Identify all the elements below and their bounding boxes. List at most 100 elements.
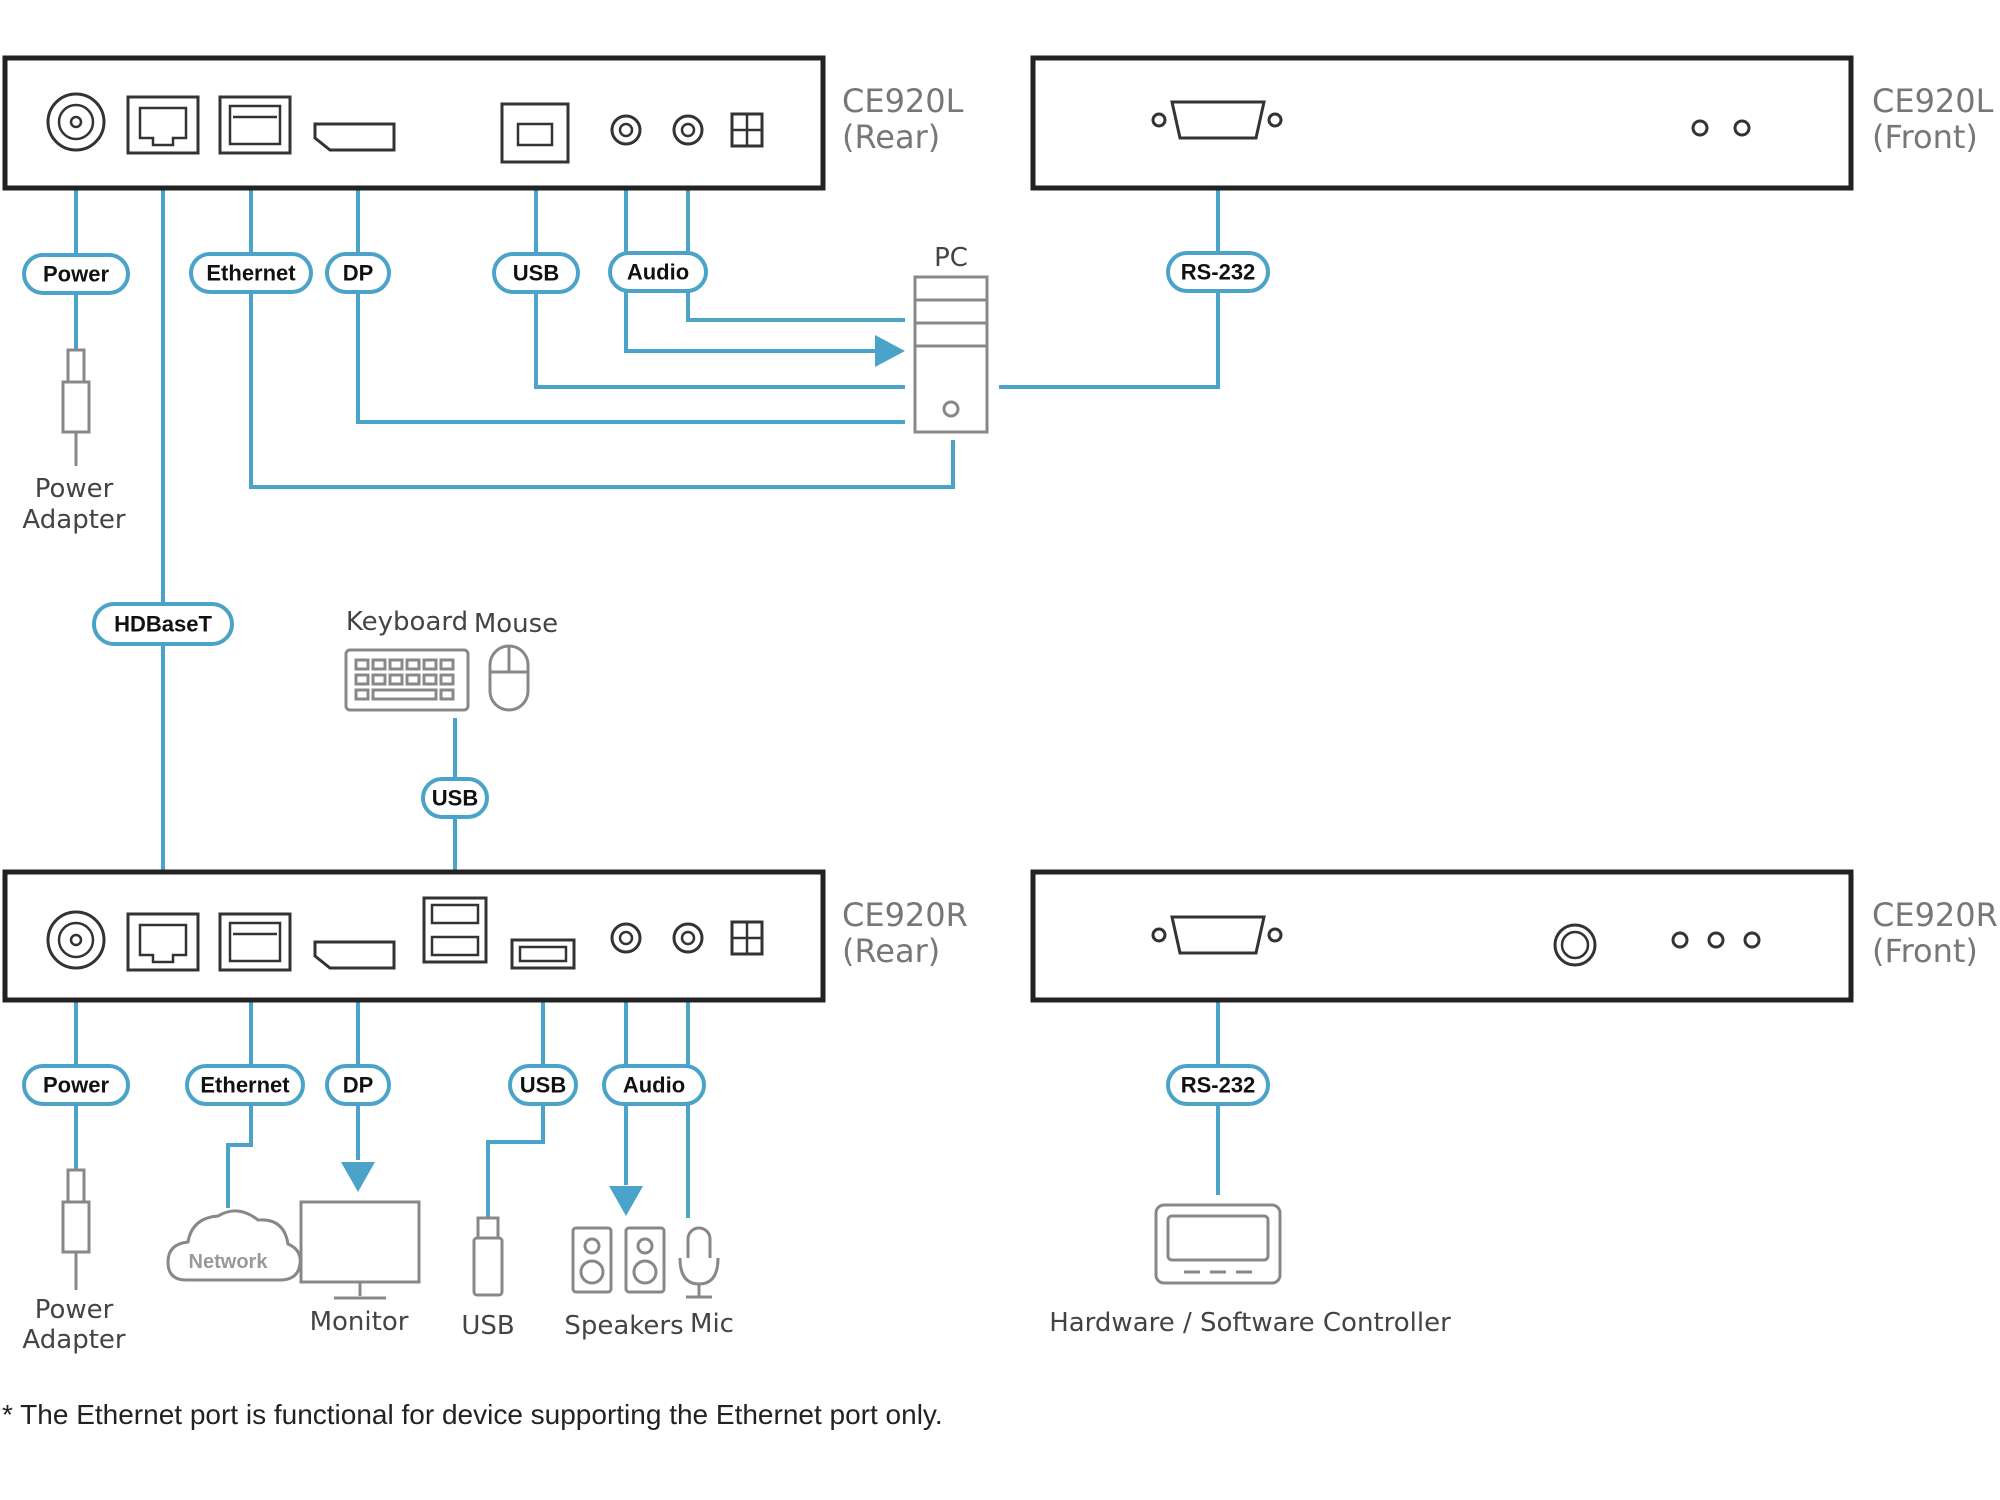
indicator-led-icon: [1743, 931, 1761, 949]
label-audio-local: Audio: [608, 251, 708, 293]
button-icon: [1553, 923, 1597, 967]
usb-b-port-icon: [500, 102, 570, 164]
label-rs232-remote: RS-232: [1166, 1064, 1270, 1106]
audio-in-jack-icon: [672, 922, 704, 954]
svg-text:Audio: Audio: [627, 260, 689, 285]
device-ce920r-front: CE920R (Front): [1030, 869, 1998, 1003]
rs232-port-icon: [1151, 915, 1283, 955]
usb-device-label: USB: [461, 1311, 514, 1341]
label-ethernet-remote: Ethernet: [185, 1064, 305, 1106]
indicator-led-icon: [1691, 119, 1709, 137]
svg-text:USB: USB: [520, 1073, 566, 1098]
label-dp-local: DP: [325, 252, 391, 294]
svg-text:DP: DP: [343, 1073, 374, 1098]
audio-out-jack-icon: [610, 114, 642, 146]
controller-tablet-icon: [1154, 1203, 1282, 1285]
power-adapter-label-line1: Power: [35, 474, 114, 504]
device-name-ce920r-rear: CE920R: [842, 896, 968, 934]
svg-text:Power: Power: [43, 1073, 109, 1098]
device-side-ce920l-rear: (Rear): [842, 118, 940, 156]
power-adapter-label-line2: Adapter: [22, 505, 125, 535]
power-adapter-icon: [61, 348, 91, 466]
power-adapter-label-line2: Adapter: [22, 1325, 125, 1355]
svg-text:Audio: Audio: [623, 1073, 685, 1098]
device-ce920r-rear: CE920R (Rear): [2, 869, 968, 1003]
label-usb-remote: USB: [508, 1064, 578, 1106]
label-power-remote: Power: [22, 1064, 130, 1106]
svg-text:Ethernet: Ethernet: [206, 261, 296, 286]
usb-device-icon: [472, 1216, 504, 1297]
audio-in-jack-icon: [672, 114, 704, 146]
usb-a-stack-port-icon: [422, 896, 488, 964]
network-label: Network: [189, 1251, 269, 1273]
monitor-label: Monitor: [310, 1307, 409, 1337]
device-name-ce920l-rear: CE920L: [842, 82, 964, 120]
arrow-audio-to-pc: [875, 335, 905, 367]
ethernet-port-icon: [218, 95, 292, 155]
label-ethernet-local: Ethernet: [189, 252, 313, 294]
displayport-icon: [313, 940, 396, 970]
device-ce920l-rear: CE920L (Rear): [2, 55, 964, 191]
label-usb-keyboard: USB: [421, 777, 489, 819]
label-power-local: Power: [22, 253, 130, 295]
svg-text:Ethernet: Ethernet: [200, 1073, 290, 1098]
device-name-ce920l-front: CE920L: [1872, 82, 1994, 120]
pc-label: PC: [934, 243, 968, 273]
cable-audio-out-local: [624, 142, 880, 353]
power-port-icon: [46, 92, 106, 152]
label-audio-remote: Audio: [602, 1064, 706, 1106]
cable-rs232-local: [999, 145, 1220, 389]
device-side-ce920r-front: (Front): [1872, 932, 1978, 970]
pc-icon: [913, 275, 989, 434]
speakers-label: Speakers: [564, 1311, 683, 1341]
cable-dp-local: [356, 175, 905, 424]
keyboard-icon: [344, 648, 470, 712]
monitor-icon: [299, 1200, 421, 1300]
ethernet-port-icon: [218, 912, 292, 972]
keyboard-label: Keyboard: [346, 607, 468, 637]
indicator-led-icon: [1671, 931, 1689, 949]
rs232-port-icon: [1151, 100, 1283, 140]
indicator-led-icon: [1733, 119, 1751, 137]
arrow-dp-down-remote: [341, 1162, 375, 1192]
device-side-ce920r-rear: (Rear): [842, 932, 940, 970]
mouse-icon: [488, 644, 530, 712]
device-name-ce920r-front: CE920R: [1872, 896, 1998, 934]
device-ce920l-front: CE920L (Front): [1030, 55, 1994, 191]
hdbaset-port-icon: [126, 95, 200, 155]
svg-text:USB: USB: [432, 786, 478, 811]
audio-out-jack-icon: [610, 922, 642, 954]
microphone-icon: [678, 1226, 720, 1299]
power-adapter-label-line1: Power: [35, 1295, 114, 1325]
cable-usb-remote: [486, 972, 545, 1218]
label-rs232-local: RS-232: [1166, 251, 1270, 293]
dip-switch-icon: [730, 920, 764, 956]
footnote: * The Ethernet port is functional for de…: [2, 1399, 943, 1430]
usb-a-port-icon: [510, 938, 576, 970]
svg-text:USB: USB: [513, 261, 559, 286]
label-dp-remote: DP: [325, 1064, 391, 1106]
mouse-label: Mouse: [474, 609, 558, 639]
cable-ethernet-remote: [226, 978, 253, 1208]
arrow-audio-down-remote: [609, 1186, 643, 1216]
indicator-led-icon: [1707, 931, 1725, 949]
svg-text:DP: DP: [343, 261, 374, 286]
device-side-ce920l-front: (Front): [1872, 118, 1978, 156]
svg-text:Power: Power: [43, 262, 109, 287]
dip-switch-icon: [730, 112, 764, 148]
cable-labels: Power Ethernet DP USB Audio RS-232 HDBas…: [22, 251, 1270, 1106]
displayport-icon: [313, 122, 396, 152]
power-port-icon: [46, 910, 106, 970]
mic-label: Mic: [690, 1309, 734, 1339]
svg-text:RS-232: RS-232: [1181, 260, 1256, 285]
cable-audio-in-local: [686, 175, 905, 322]
speakers-icon: [571, 1226, 666, 1294]
controller-label: Hardware / Software Controller: [1049, 1308, 1451, 1338]
cable-usb-local: [534, 162, 905, 389]
hdbaset-port-icon: [126, 912, 200, 972]
label-usb-local: USB: [492, 252, 580, 294]
label-hdbaset: HDBaseT: [92, 602, 234, 646]
svg-text:RS-232: RS-232: [1181, 1073, 1256, 1098]
svg-text:HDBaseT: HDBaseT: [114, 612, 212, 637]
